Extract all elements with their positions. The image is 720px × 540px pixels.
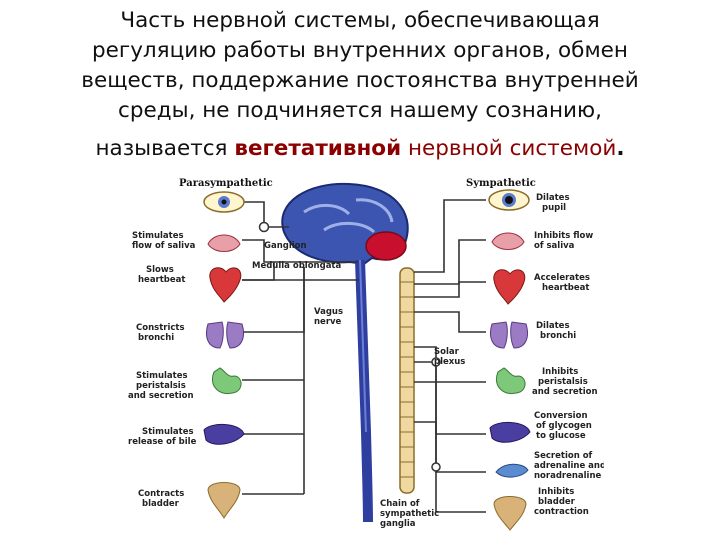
symp-label-glucose-1: Conversion <box>534 411 588 421</box>
eye-icon <box>203 191 245 213</box>
symp-label-bladder-2: bladder <box>538 497 576 507</box>
chain-label-line-1: Chain of <box>380 499 420 509</box>
chain-label-line-2: sympathetic <box>380 509 439 519</box>
solar-plexus-label: Solar plexus <box>434 347 465 367</box>
vagus-label-line-2: nerve <box>314 317 342 327</box>
title-prefix: называется <box>95 136 228 161</box>
bladder-icon-right <box>493 496 527 531</box>
chain-label: Chain of sympathetic ganglia <box>380 499 439 529</box>
cerebellum <box>365 231 407 261</box>
title-line-5: называется вегетативной нервной системой… <box>30 134 690 164</box>
page-title: Часть нервной системы, обеспечивающая ре… <box>30 6 690 164</box>
parasympathetic-labels: Stimulates flow of saliva Slows heartbea… <box>128 231 197 509</box>
para-label-stomach-2: peristalsis <box>136 381 186 391</box>
symp-label-stomach-3: and secretion <box>532 387 598 397</box>
title-period: . <box>616 136 625 161</box>
ganglion-node <box>258 221 270 233</box>
heart-icon <box>209 267 242 303</box>
symp-label-adrenal-1: Secretion of <box>534 451 593 461</box>
chain-label-line-3: ganglia <box>380 519 416 529</box>
liver-icon <box>203 424 245 445</box>
symp-label-saliva-1: Inhibits flow <box>534 231 593 241</box>
symp-label-pupil-2: pupil <box>542 203 566 213</box>
salivary-gland-icon <box>207 234 241 252</box>
title-line-3: веществ, поддержание постоянства внутрен… <box>81 68 639 93</box>
para-label-bladder-2: bladder <box>142 499 180 509</box>
lungs-icon-right <box>490 321 528 349</box>
para-label-bronchi-1: Constricts <box>136 323 185 333</box>
title-line-4: среды, не подчиняется нашему сознанию, <box>118 98 602 123</box>
symp-label-bronchi-2: bronchi <box>540 331 576 341</box>
vagus-label-line-1: Vagus <box>314 307 343 317</box>
symp-label-bladder-3: contraction <box>534 507 589 517</box>
bladder-icon <box>207 482 241 519</box>
stomach-icon <box>212 367 242 394</box>
symp-label-pupil-1: Dilates <box>536 193 570 203</box>
title-keyword: вегетативной <box>234 136 402 161</box>
title-line-2: регуляцию работы внутренних органов, обм… <box>92 38 628 63</box>
autonomic-nervous-system-diagram: Parasympathetic Sympathetic <box>128 178 604 531</box>
brain <box>281 182 409 266</box>
solar-label-line-2: plexus <box>434 357 465 367</box>
para-label-bile-2: release of bile <box>128 437 197 447</box>
symp-label-heart-1: Accelerates <box>534 273 590 283</box>
sympathetic-header: Sympathetic <box>466 178 536 189</box>
symp-label-glucose-3: to glucose <box>536 431 586 441</box>
title-line-1: Часть нервной системы, обеспечивающая <box>120 8 600 33</box>
liver-icon-right <box>489 422 531 443</box>
solar-plexus-node <box>431 357 441 367</box>
solar-label-line-1: Solar <box>434 347 460 357</box>
sympathetic-labels: Dilates pupil Inhibits flow of saliva Ac… <box>532 193 604 517</box>
symp-label-glucose-2: of glycogen <box>536 421 592 431</box>
symp-label-stomach-2: peristalsis <box>538 377 588 387</box>
symp-label-heart-2: heartbeat <box>542 283 589 293</box>
symp-label-saliva-2: of saliva <box>534 241 575 251</box>
stomach-icon-right <box>496 367 526 394</box>
parasympathetic-header: Parasympathetic <box>179 178 273 189</box>
adrenal-gland-icon <box>495 463 529 478</box>
parasympathetic-nerves <box>242 201 359 495</box>
para-label-heart-1: Slows <box>146 265 174 275</box>
para-label-stomach-3: and secretion <box>128 391 194 401</box>
lungs-icon <box>206 321 244 349</box>
vagus-label: Vagus nerve <box>314 307 343 327</box>
para-label-bladder-1: Contracts <box>138 489 184 499</box>
symp-label-stomach-1: Inhibits <box>542 367 578 377</box>
medulla-label: Medulla oblongata <box>252 261 341 271</box>
para-label-bronchi-2: bronchi <box>138 333 174 343</box>
para-label-heart-2: heartbeat <box>138 275 185 285</box>
para-label-stomach-1: Stimulates <box>136 371 188 381</box>
eye-icon-right <box>488 189 530 211</box>
symp-label-bronchi-1: Dilates <box>536 321 570 331</box>
para-label-saliva-1: Stimulates <box>132 231 184 241</box>
symp-label-bladder-1: Inhibits <box>538 487 574 497</box>
symp-label-adrenal-3: noradrenaline <box>534 471 602 481</box>
symp-label-adrenal-2: adrenaline and <box>534 461 604 471</box>
para-label-bile-1: Stimulates <box>142 427 194 437</box>
title-rest: нервной системой <box>407 136 617 161</box>
salivary-gland-icon-right <box>491 232 525 250</box>
para-label-saliva-2: flow of saliva <box>132 241 196 251</box>
ganglion-label: Ganglion <box>264 241 307 251</box>
heart-icon-right <box>493 269 526 305</box>
sympathetic-chain <box>399 267 415 494</box>
